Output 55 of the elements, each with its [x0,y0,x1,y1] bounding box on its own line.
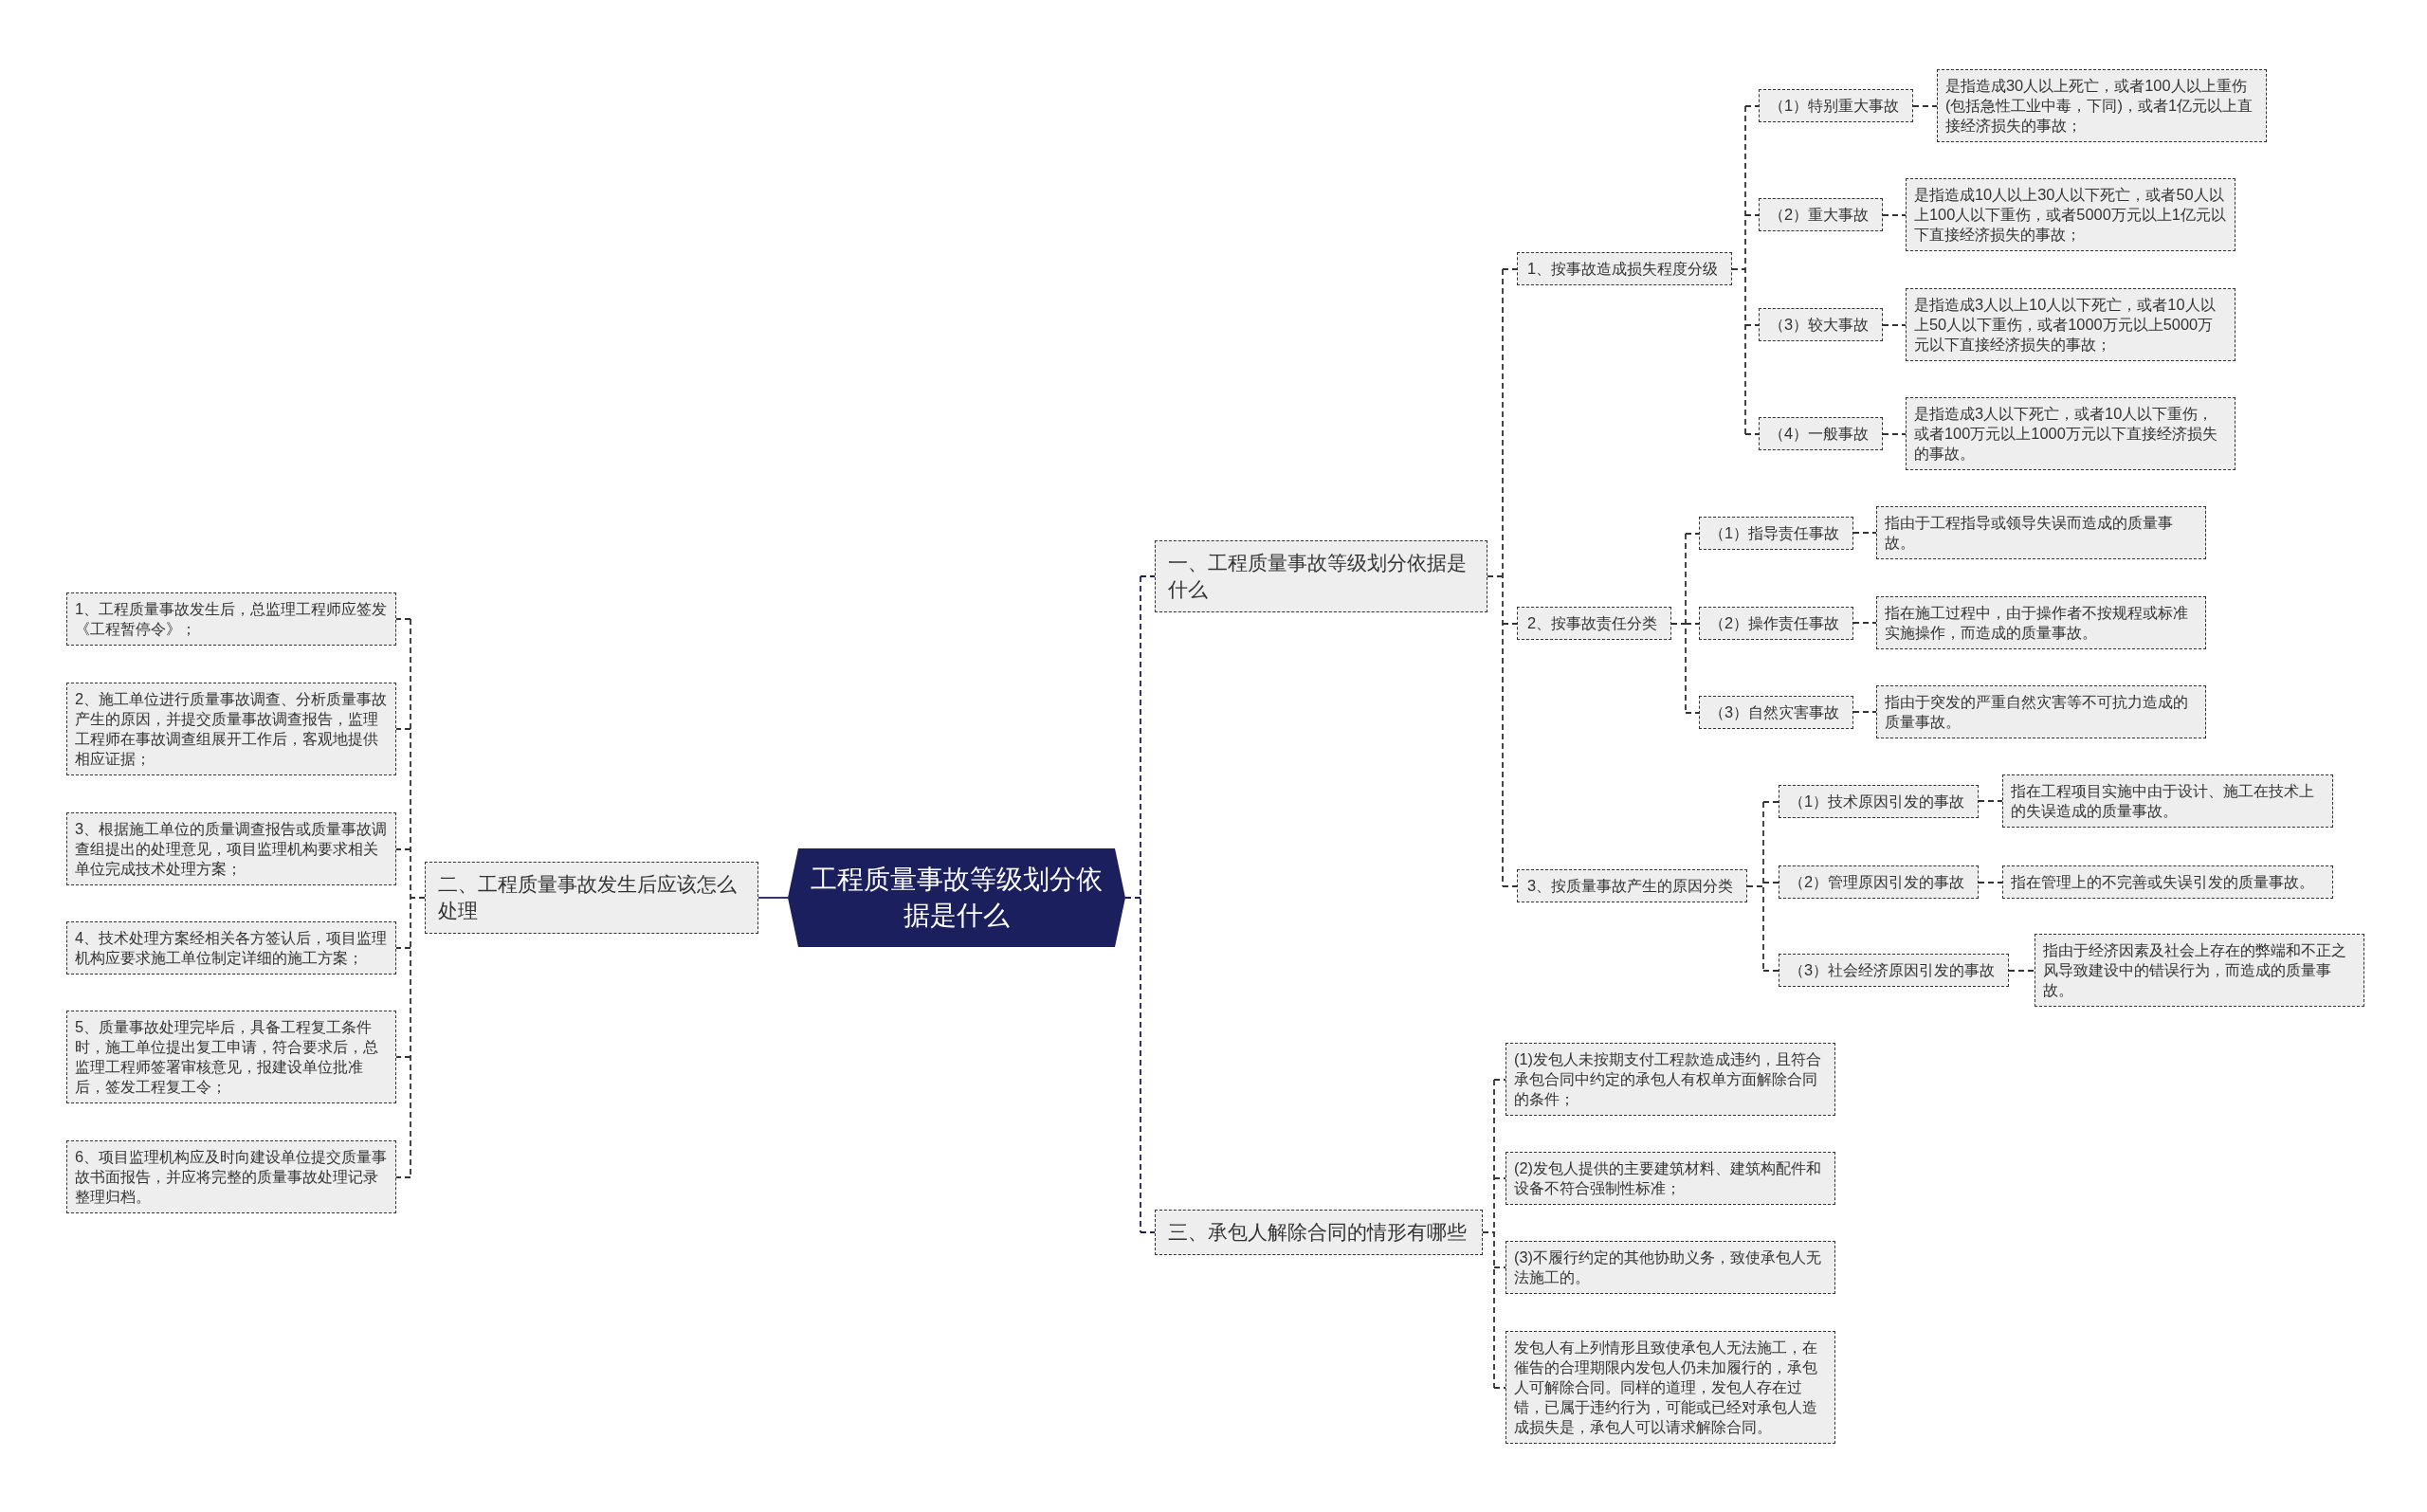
note-box: 1、工程质量事故发生后，总监理工程师应签发《工程暂停令》； [66,592,396,646]
topic-box: 二、工程质量事故发生后应该怎么处理 [425,862,758,934]
note-box: 指在管理上的不完善或失误引发的质量事故。 [2002,865,2333,899]
note-box: 指在工程项目实施中由于设计、施工在技术上的失误造成的质量事故。 [2002,774,2333,828]
subtopic-box: 1、按事故造成损失程度分级 [1517,252,1732,285]
connector-line [1852,532,1877,534]
subtopic-box: （3）社会经济原因引发的事故 [1779,954,2009,987]
note-box: 指在施工过程中，由于操作者不按规程或标准实施操作，而造成的质量事故。 [1876,596,2206,649]
note-box: (2)发包人提供的主要建筑材料、建筑构配件和设备不符合强制性标准； [1505,1152,1835,1205]
subtopic-box: （4）一般事故 [1759,417,1883,450]
subtopic-box: （1）技术原因引发的事故 [1779,785,1979,818]
subtopic-box: （3）自然灾害事故 [1699,696,1853,729]
connector-line [1731,105,1760,435]
note-box: 6、项目监理机构应及时向建设单位提交质量事故书面报告，并应将完整的质量事故处理记录整理归档。 [66,1140,396,1213]
note-box: (3)不履行约定的其他协助义务，致使承包人无法施工的。 [1505,1241,1835,1294]
note-box: 是指造成30人以上死亡，或者100人以上重伤(包括急性工业中毒，下同)，或者1亿元以上直接经济损失的事故； [1937,69,2267,142]
note-box: 是指造成10人以上30人以下死亡，或者50人以上100人以下重伤，或者5000万元以上1亿元以下直接经济损失的事故； [1906,178,2235,251]
connector-line [757,897,789,899]
note-box: 5、质量事故处理完毕后，具备工程复工条件时，施工单位提出复工申请，符合要求后，总监理工程师签署审核意见，报建设单位批准后，签发工程复工令； [66,1011,396,1103]
note-box: 指由于经济因素及社会上存在的弊端和不正之风导致建设中的错误行为，而造成的质量事故。 [2035,934,2364,1007]
connector-line [1482,1079,1506,1389]
connector-line [2008,970,2035,972]
connector-line [1852,711,1877,713]
subtopic-box: （2）重大事故 [1759,198,1883,231]
connector-line [1912,105,1938,107]
central-topic: 工程质量事故等级划分依据是什么 [788,848,1125,947]
note-box: 2、施工单位进行质量事故调查、分析质量事故产生的原因，并提交质量事故调查报告，监理工程师在事故调查组展开工作后，客观地提供相应证据； [66,683,396,775]
subtopic-box: （1）特别重大事故 [1759,89,1913,122]
note-box: 指由于工程指导或领导失误而造成的质量事故。 [1876,506,2206,559]
connector-line [1487,268,1518,887]
topic-box: 一、工程质量事故等级划分依据是什么 [1155,540,1487,612]
note-box: 是指造成3人以上10人以下死亡，或者10人以上50人以下重伤，或者1000万元以上5000万元以下直接经济损失的事故； [1906,288,2235,361]
connector-line [1852,622,1877,624]
subtopic-box: （2）管理原因引发的事故 [1779,865,1979,899]
topic-box: 三、承包人解除合同的情形有哪些 [1155,1210,1483,1255]
connector-line [1670,533,1700,714]
connector-line [1978,800,2003,802]
connector-line [1882,433,1907,435]
connector-line [1124,575,1156,1233]
connector-line [1882,214,1907,216]
connector-line [1746,801,1779,972]
subtopic-box: 2、按事故责任分类 [1517,607,1671,640]
connector-line [395,618,426,1178]
subtopic-box: 3、按质量事故产生的原因分类 [1517,869,1747,902]
connector-line [1978,882,2003,884]
note-box: 3、根据施工单位的质量调查报告或质量事故调查组提出的处理意见，项目监理机构要求相关单位完成技术处理方案； [66,812,396,885]
note-box: 指由于突发的严重自然灾害等不可抗力造成的质量事故。 [1876,685,2206,738]
subtopic-box: （3）较大事故 [1759,308,1883,341]
subtopic-box: （1）指导责任事故 [1699,517,1853,550]
connector-line [1882,324,1907,326]
subtopic-box: （2）操作责任事故 [1699,607,1853,640]
note-box: 是指造成3人以下死亡，或者10人以下重伤，或者100万元以上1000万元以下直接经济损失的事故。 [1906,397,2235,470]
note-box: 发包人有上列情形且致使承包人无法施工，在催告的合理期限内发包人仍未加履行的，承包人可解除合同。同样的道理，发包人存在过错，已属于违约行为，可能或已经对承包人造成损失是，承包人可以请求解除合同。 [1505,1331,1835,1444]
note-box: 4、技术处理方案经相关各方签认后，项目监理机构应要求施工单位制定详细的施工方案； [66,921,396,975]
note-box: (1)发包人未按期支付工程款造成违约，且符合承包合同中约定的承包人有权单方面解除合同的条件； [1505,1043,1835,1116]
